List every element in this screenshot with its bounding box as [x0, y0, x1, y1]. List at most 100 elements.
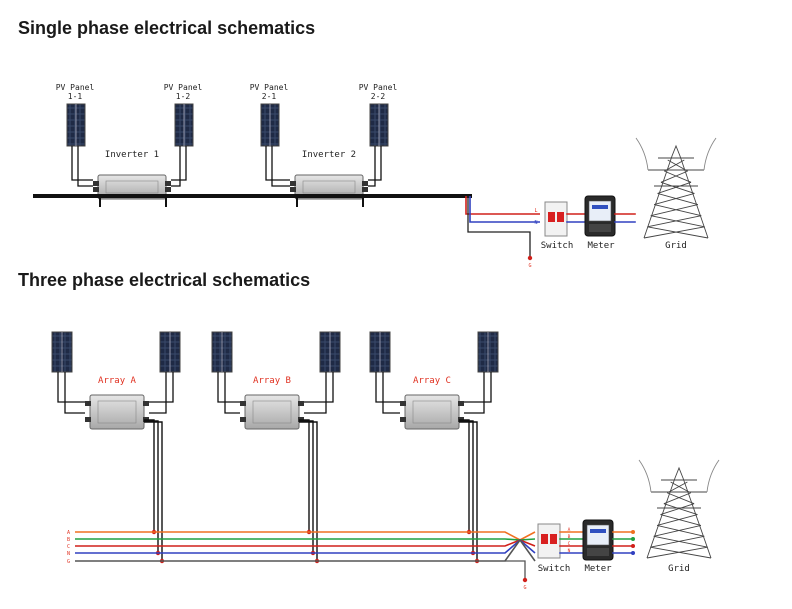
- inverter-label: Inverter 2: [302, 150, 356, 160]
- ac-output-wire: [144, 421, 163, 561]
- dc-wire: [224, 372, 240, 414]
- dc-wire: [171, 146, 181, 187]
- array-label: Array C: [413, 376, 451, 386]
- three-phase-switch: [537, 523, 561, 559]
- dc-wire: [64, 372, 85, 414]
- dc-wire: [304, 372, 327, 414]
- grid-label: Grid: [668, 564, 690, 574]
- dc-wire: [265, 146, 290, 181]
- dc-wire: [382, 372, 400, 414]
- panel-label: 1-2: [176, 92, 191, 101]
- meter-label: Meter: [587, 241, 615, 251]
- dc-wire: [71, 146, 93, 181]
- line-l-label: L: [534, 208, 537, 214]
- inverter-label: Inverter 1: [105, 150, 159, 160]
- three-phase-bus-b: [75, 538, 536, 541]
- bus-label: B: [67, 537, 70, 543]
- pv-panel: [369, 103, 389, 147]
- bus-label: G: [67, 559, 70, 565]
- dc-wire: [77, 146, 93, 187]
- dc-wire: [57, 372, 85, 403]
- phase-label: N: [568, 548, 571, 554]
- panel-label: 2-1: [262, 92, 277, 101]
- array-label: Array B: [253, 376, 291, 386]
- ac-output-wire: [459, 421, 478, 561]
- three-phase-title: Three phase electrical schematics: [18, 270, 311, 290]
- phase-terminal: [631, 530, 635, 534]
- three-phase-grid-pylon-icon: [638, 459, 720, 559]
- ac-output-wire: [144, 420, 159, 553]
- pv-panel: [174, 103, 194, 147]
- three-phase-bus-n: [75, 538, 536, 554]
- three-phase-bus-a: [75, 531, 536, 541]
- phase-label: C: [568, 541, 571, 547]
- ac-output-wire: [459, 420, 474, 553]
- grid-label: Grid: [665, 241, 687, 251]
- pv-panel: [66, 103, 86, 147]
- switch-label: Switch: [538, 564, 571, 574]
- panel-label: 1-1: [68, 92, 83, 101]
- micro-inverter: [93, 174, 171, 200]
- three-phase-bus-g: [75, 538, 536, 562]
- ground-label: G: [528, 263, 531, 269]
- panel-label: PV Panel: [56, 83, 95, 92]
- array-label: Array A: [98, 376, 137, 386]
- line-n-label: N: [534, 220, 537, 226]
- dc-wire: [368, 146, 376, 187]
- pv-panel: [260, 103, 280, 147]
- dc-wire: [271, 146, 290, 187]
- three-phase-bus-c: [75, 539, 536, 547]
- micro-inverter: [290, 174, 368, 200]
- single-phase-switch: [544, 201, 568, 237]
- dc-wire: [171, 146, 187, 181]
- phase-label: B: [568, 534, 571, 540]
- panel-label: PV Panel: [250, 83, 289, 92]
- dc-wire: [217, 372, 240, 403]
- micro-inverter: [85, 394, 149, 430]
- micro-inverter: [400, 394, 464, 430]
- phase-terminal: [631, 544, 635, 548]
- bus-label: N: [67, 551, 70, 557]
- phase-terminal: [631, 537, 635, 541]
- ground-wire: [467, 196, 531, 258]
- ground-label: G: [523, 585, 526, 591]
- dc-wire: [464, 372, 485, 414]
- single-phase-title: Single phase electrical schematics: [18, 18, 316, 38]
- dc-wire: [375, 372, 400, 403]
- dc-wire: [149, 372, 167, 414]
- dc-wire: [149, 372, 174, 403]
- dc-wire: [368, 146, 382, 181]
- switch-label: Switch: [541, 241, 574, 251]
- micro-inverter: [240, 394, 304, 430]
- ac-output-wire: [144, 419, 155, 532]
- pv-panel: [477, 331, 499, 373]
- pv-panel: [369, 331, 391, 373]
- pv-panel: [211, 331, 233, 373]
- phase-label: A: [568, 527, 571, 533]
- meter-label: Meter: [584, 564, 612, 574]
- panel-label: PV Panel: [359, 83, 398, 92]
- line-l-wire: [465, 196, 540, 215]
- dc-wire: [464, 372, 492, 403]
- pv-panel: [51, 331, 73, 373]
- phase-terminal: [631, 551, 635, 555]
- ground-terminal: [522, 577, 528, 583]
- single-phase-grid-pylon-icon: [635, 137, 717, 239]
- ac-output-wire: [459, 419, 470, 532]
- panel-label: PV Panel: [164, 83, 203, 92]
- pv-panel: [319, 331, 341, 373]
- ac-output-wire: [299, 420, 314, 553]
- panel-label: 2-2: [371, 92, 386, 101]
- pv-panel: [159, 331, 181, 373]
- ac-output-wire: [299, 421, 318, 561]
- line-n-wire: [469, 196, 540, 223]
- bus-label: A: [67, 530, 70, 536]
- ground-terminal: [527, 255, 533, 261]
- ground-wire: [505, 560, 526, 580]
- single-phase-meter: [584, 195, 616, 237]
- ac-output-wire: [299, 419, 310, 532]
- three-phase-meter: [582, 519, 614, 561]
- dc-wire: [304, 372, 334, 403]
- bus-label: C: [67, 544, 70, 550]
